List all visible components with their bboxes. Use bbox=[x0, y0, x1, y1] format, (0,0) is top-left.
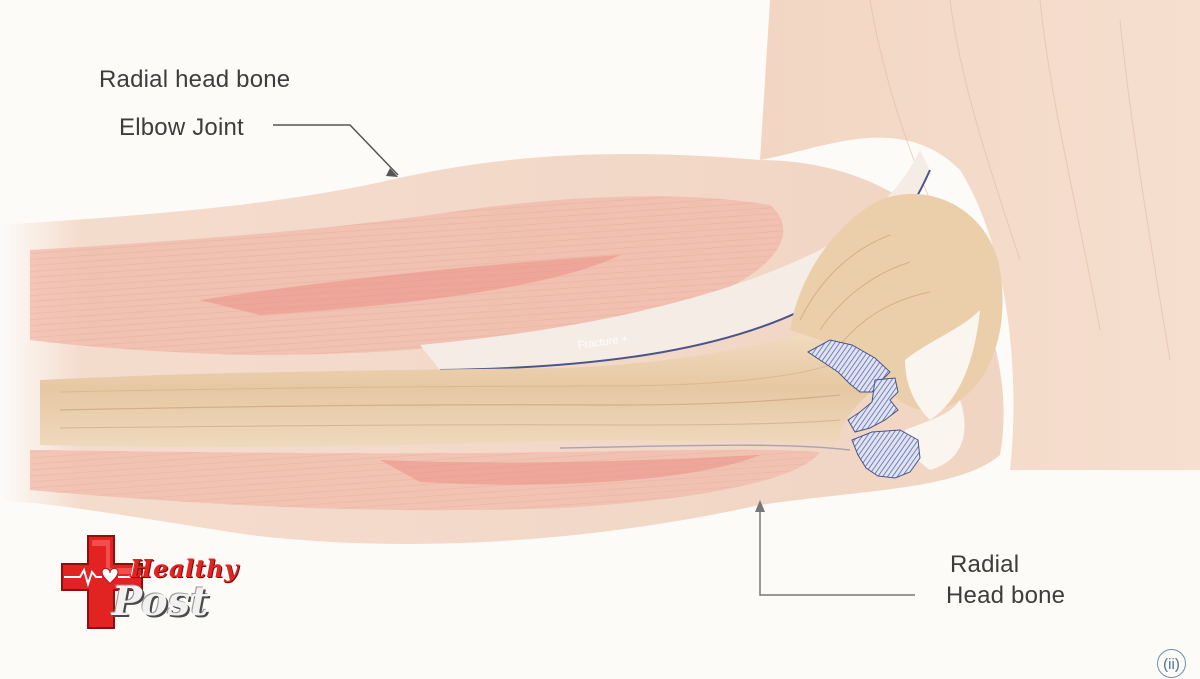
radial-head-bone-label-top: Radial head bone bbox=[99, 66, 291, 93]
healthy-post-logo: Healthy Post bbox=[58, 532, 258, 634]
logo-word-post: Post bbox=[112, 578, 209, 625]
logo-word-healthy: Healthy bbox=[130, 554, 239, 583]
radial-label-line1: Radial bbox=[950, 551, 1020, 578]
radius-ulna-bones bbox=[40, 330, 885, 448]
elbow-joint-label: Elbow Joint bbox=[119, 114, 244, 141]
red-cross-heartbeat-icon bbox=[61, 535, 143, 629]
info-button[interactable]: (ii) bbox=[1157, 649, 1186, 678]
radial-head-bone-label-bottom: Radial Head bone bbox=[946, 549, 1065, 611]
radial-head-leader bbox=[759, 508, 915, 596]
elbow-joint-leader bbox=[273, 124, 399, 176]
upper-arm bbox=[760, 0, 1200, 470]
fracture-patch-lower bbox=[851, 429, 921, 479]
fracture-patch-middle bbox=[847, 377, 899, 433]
radial-label-line2: Head bone bbox=[946, 582, 1066, 609]
